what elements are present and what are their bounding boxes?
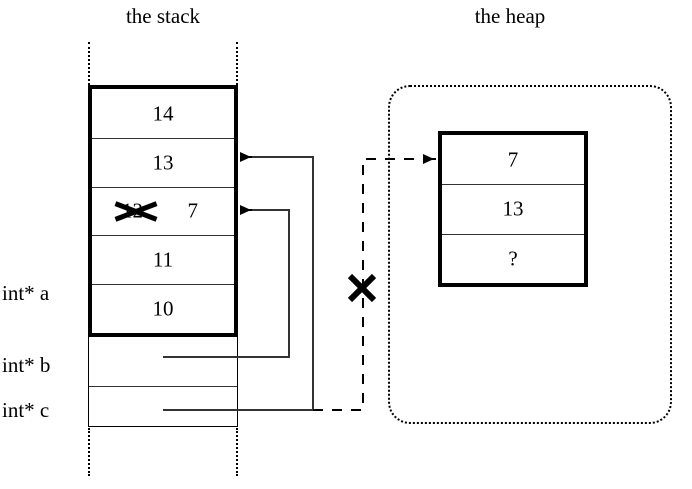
stack-cell-14: 14 — [92, 89, 234, 138]
var-label-a: int* a — [2, 281, 50, 305]
var-label-b: int* b — [2, 353, 51, 377]
pointer-wire-c — [163, 152, 314, 411]
struck-value-group: 12 7 — [114, 198, 199, 223]
heap-block: 7 13 ? — [438, 131, 588, 287]
stack-title: the stack — [125, 4, 201, 28]
stack-cell-divider — [92, 138, 234, 139]
stack-cell-14-value: 14 — [152, 101, 174, 125]
stack-lower-cells — [88, 337, 238, 427]
heap-title: the heap — [474, 4, 546, 28]
stack-dots-top-left — [88, 42, 90, 85]
dealloc-x-icon — [345, 271, 379, 305]
heap-cell-divider — [442, 234, 584, 235]
stack-dots-bottom-left — [88, 428, 90, 476]
stack-cell-overwritten: 12 7 — [92, 187, 234, 235]
struck-new-value: 7 — [187, 198, 199, 223]
heap-cell-2: ? — [442, 234, 584, 283]
stack-cell-divider — [92, 235, 234, 236]
stack-frame: 14 13 12 7 11 10 — [88, 85, 238, 337]
stack-cell-11-value: 11 — [152, 247, 174, 271]
heap-cell-divider — [442, 184, 584, 185]
heap-cell-0: 7 — [442, 135, 584, 184]
heap-cell-1-value: 13 — [502, 196, 524, 221]
stack-cell-10: 10 — [92, 284, 234, 333]
struck-old-value: 12 — [114, 200, 158, 222]
pointer-wire-b — [163, 205, 290, 358]
var-label-c: int* c — [2, 398, 50, 422]
stack-cell-divider — [92, 284, 234, 285]
heap-region — [388, 85, 672, 424]
stack-lower-divider — [89, 386, 237, 387]
heap-cell-0-value: 7 — [507, 147, 519, 171]
stack-cell-13-value: 13 — [152, 150, 174, 174]
heap-cell-2-value: ? — [508, 246, 518, 270]
stack-dots-bottom-right — [236, 428, 238, 476]
stack-dots-top-right — [236, 42, 238, 85]
stack-cell-10-value: 10 — [152, 296, 174, 320]
stack-cell-13: 13 — [92, 138, 234, 187]
stack-cell-divider — [92, 187, 234, 188]
heap-cell-1: 13 — [442, 184, 584, 234]
stack-cell-11: 11 — [92, 235, 234, 284]
